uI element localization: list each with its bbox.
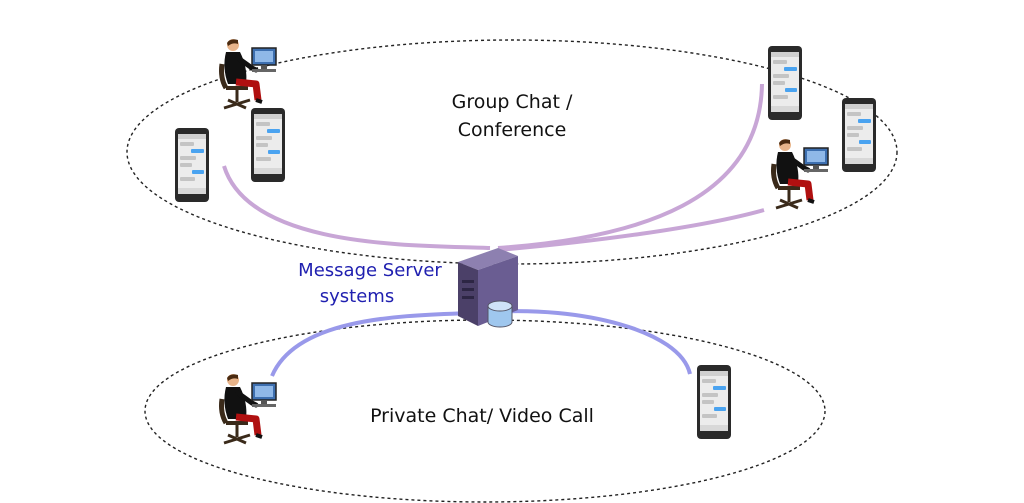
group-chat-label-line2: Conference	[458, 119, 567, 141]
group-link-left	[222, 165, 491, 250]
smartphone-chat-icon	[842, 98, 876, 172]
group-link-right-person	[497, 208, 765, 252]
private-chat-label: Private Chat/ Video Call	[370, 405, 594, 427]
person-at-computer-icon	[774, 139, 829, 208]
group-chat-label-line1: Group Chat /	[452, 91, 573, 113]
server-label-line1: Message Server	[298, 260, 442, 281]
smartphone-chat-icon	[697, 365, 731, 439]
server-label-line2: systems	[320, 286, 394, 307]
smartphone-chat-icon	[768, 46, 802, 120]
private-chat-boundary	[144, 319, 826, 503]
person-at-computer-icon	[222, 374, 277, 443]
smartphone-chat-icon	[251, 108, 285, 182]
person-at-computer-icon	[222, 39, 277, 108]
database-icon	[487, 300, 513, 328]
smartphone-chat-icon	[175, 128, 209, 202]
group-link-right-phone	[497, 83, 764, 250]
